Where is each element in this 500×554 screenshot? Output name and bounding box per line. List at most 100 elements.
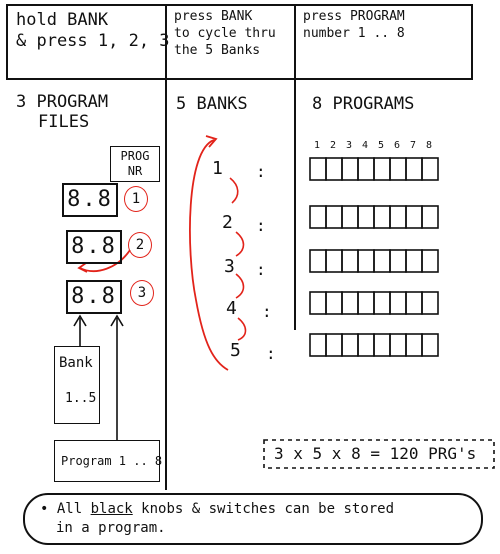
bank-number-1: 1 [212,158,223,179]
program-slot-bank4-prog5 [373,291,391,315]
prog-nr-line2: NR [127,164,143,178]
note-line1-underlined: black [90,501,133,517]
program-slot-bank2-prog6 [389,205,407,229]
note-bullet: • [40,501,49,517]
program-slot-bank1-prog8 [421,157,439,181]
bank-separator-1: : [256,162,266,181]
program-slot-bank1-prog3 [341,157,359,181]
program-slot-bank3-prog8 [421,249,439,273]
file-button-1-label: 1 [131,191,141,207]
program-button-box[interactable]: Program 1 .. 8 [54,440,163,482]
program-file-display-2: 8.8 [66,230,122,264]
header-col3-line2: number 1 .. 8 [303,26,405,41]
header-frame [6,4,473,80]
program-slot-bank3-prog7 [405,249,423,273]
files-title: 3 PROGRAM FILES [16,92,108,132]
note-box [23,493,483,545]
header-col2-line3: the 5 Banks [174,43,261,58]
program-slot-bank2-prog7 [405,205,423,229]
program-slot-bank3-prog5 [373,249,391,273]
program-slot-bank5-prog1 [309,333,327,357]
program-slot-grid [309,157,439,357]
bank-separator-3: : [256,260,266,279]
bank-button-box[interactable]: Bank 1..5 [54,346,100,424]
program-slot-bank5-prog6 [389,333,407,357]
program-box-label: Program 1 .. 8 [61,454,163,468]
header-col3-line1: press PROGRAM [303,9,405,24]
header-col1-line1: hold BANK [16,10,109,30]
program-slot-number-8: 8 [426,140,433,151]
program-slot-bank5-prog8 [421,333,439,357]
program-slot-bank3-prog4 [357,249,375,273]
file-button-3[interactable]: 3 [130,280,154,306]
file2-arrow [79,249,131,272]
file-button-3-label: 3 [137,285,147,301]
bank-separator-5: : [266,344,276,363]
bank-step-arrow-2 [235,231,245,257]
program-slot-bank4-prog2 [325,291,343,315]
file-button-1[interactable]: 1 [124,186,148,212]
program-file-display-3: 8.8 [66,280,122,314]
header-col1: hold BANK & press 1, 2, 3 [16,10,170,52]
program-slot-bank3-prog1 [309,249,327,273]
program-slot-bank2-prog1 [309,205,327,229]
note-text: • All black knobs & switches can be stor… [40,500,394,538]
program-slot-number-1: 1 [314,140,321,151]
program-slot-bank1-prog5 [373,157,391,181]
header-col3: press PROGRAM number 1 .. 8 [303,8,405,42]
files-title-line1: 3 PROGRAM [16,92,109,112]
file-button-2-label: 2 [135,237,145,253]
prog-nr-line1: PROG [120,149,150,163]
file2-arrow-head [77,262,88,273]
program-slot-bank1-prog1 [309,157,327,181]
file-button-2[interactable]: 2 [128,232,152,258]
bank-box-range: 1..5 [65,391,97,406]
bank-separator-2: : [256,216,266,235]
program-slot-bank1-prog7 [405,157,423,181]
program-slot-bank3-prog3 [341,249,359,273]
program-slot-bank5-prog5 [373,333,391,357]
program-slot-bank3-prog2 [325,249,343,273]
bank-step-arrow-3 [235,273,245,299]
files-title-line2: FILES [38,112,90,132]
program-arrow-head [110,314,124,327]
bank-separator-4: : [262,302,272,321]
bank-number-2: 2 [222,212,233,233]
program-slot-number-7: 7 [410,140,417,151]
bank-number-5: 5 [230,340,241,361]
bank-number-3: 3 [224,256,235,277]
program-slot-number-2: 2 [330,140,337,151]
display-2-digits: 8.8 [71,234,117,259]
program-slot-bank2-prog2 [325,205,343,229]
bank-step-arrow-1 [229,177,239,204]
prog-nr-label-box: PROG NR [110,146,160,182]
program-slot-bank3-prog6 [389,249,407,273]
program-slot-bank5-prog4 [357,333,375,357]
program-slot-bank4-prog6 [389,291,407,315]
header-col2-line1: press BANK [174,9,253,24]
bank-number-4: 4 [226,298,237,319]
program-slot-number-4: 4 [362,140,369,151]
header-col2: press BANK to cycle thru the 5 Banks [174,8,276,59]
bank-cycle-loop-head [205,135,218,148]
header-col1-line2: & press 1, 2, 3 [16,31,170,51]
formula-text: 3 x 5 x 8 = 120 PRG's [274,444,477,463]
bank-box-label: Bank [59,355,93,371]
program-slot-bank4-prog1 [309,291,327,315]
program-slot-bank1-prog4 [357,157,375,181]
program-slot-bank4-prog8 [421,291,439,315]
program-slot-bank2-prog8 [421,205,439,229]
program-slot-number-3: 3 [346,140,353,151]
note-line1-post: knobs & switches can be stored [132,501,395,517]
program-slot-bank2-prog4 [357,205,375,229]
program-slot-number-6: 6 [394,140,401,151]
program-slot-bank4-prog7 [405,291,423,315]
banks-title: 5 BANKS [176,94,248,114]
bank-arrow-head [73,314,87,327]
header-col2-line2: to cycle thru [174,26,276,41]
display-1-digits: 8.8 [67,187,113,212]
note-line1-pre: All [56,501,91,517]
program-slot-bank1-prog2 [325,157,343,181]
programs-title: 8 PROGRAMS [312,94,415,114]
